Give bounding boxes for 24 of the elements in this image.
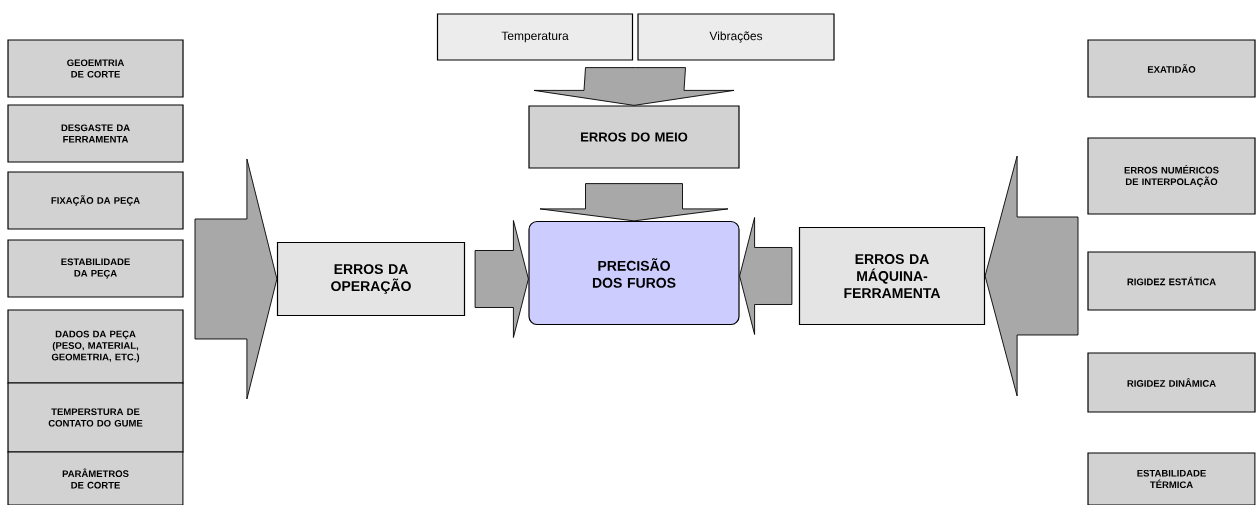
factor-box: DADOS DA PEÇA (PESO, MATERIAL, GEOMETRIA, ETC.) bbox=[7, 309, 184, 384]
result-box: PRECISÃO DOS FUROS bbox=[528, 220, 740, 326]
block-arrow bbox=[474, 220, 529, 338]
factor-box: TEMPERSTURA DE CONTATO DO GUME bbox=[7, 382, 184, 453]
block-arrow bbox=[539, 183, 729, 222]
factor-box: EXATIDÃO bbox=[1087, 39, 1256, 98]
block-arrow bbox=[194, 158, 278, 400]
factor-box: PARÂMETROS DE CORTE bbox=[7, 451, 184, 505]
factor-box: Temperatura bbox=[436, 13, 634, 61]
factor-box: RIGIDEZ ESTÁTICA bbox=[1087, 251, 1256, 311]
category-box: ERROS DO MEIO bbox=[528, 105, 740, 169]
factor-box: DESGASTE DA FERRAMENTA bbox=[7, 104, 184, 163]
factor-box: Vibrações bbox=[637, 13, 835, 61]
category-box: ERROS DA MÁQUINA-FERRAMENTA bbox=[798, 226, 986, 326]
factor-box: ESTABILIDADE DA PEÇA bbox=[7, 239, 184, 298]
block-arrow bbox=[984, 155, 1079, 397]
block-arrow bbox=[533, 67, 735, 106]
block-arrow bbox=[739, 217, 793, 335]
factor-box: RIGIDEZ DINÂMICA bbox=[1087, 352, 1256, 413]
factor-box: GEOEMTRIA DE CORTE bbox=[7, 39, 184, 98]
factor-box: FIXAÇÃO DA PEÇA bbox=[7, 171, 184, 230]
factor-box: ERROS NUMÉRICOS DE INTERPOLAÇÃO bbox=[1087, 137, 1256, 215]
category-box: ERROS DA OPERAÇÃO bbox=[276, 241, 466, 317]
factor-box: ESTABILIDADE TÉRMICA bbox=[1087, 452, 1256, 505]
